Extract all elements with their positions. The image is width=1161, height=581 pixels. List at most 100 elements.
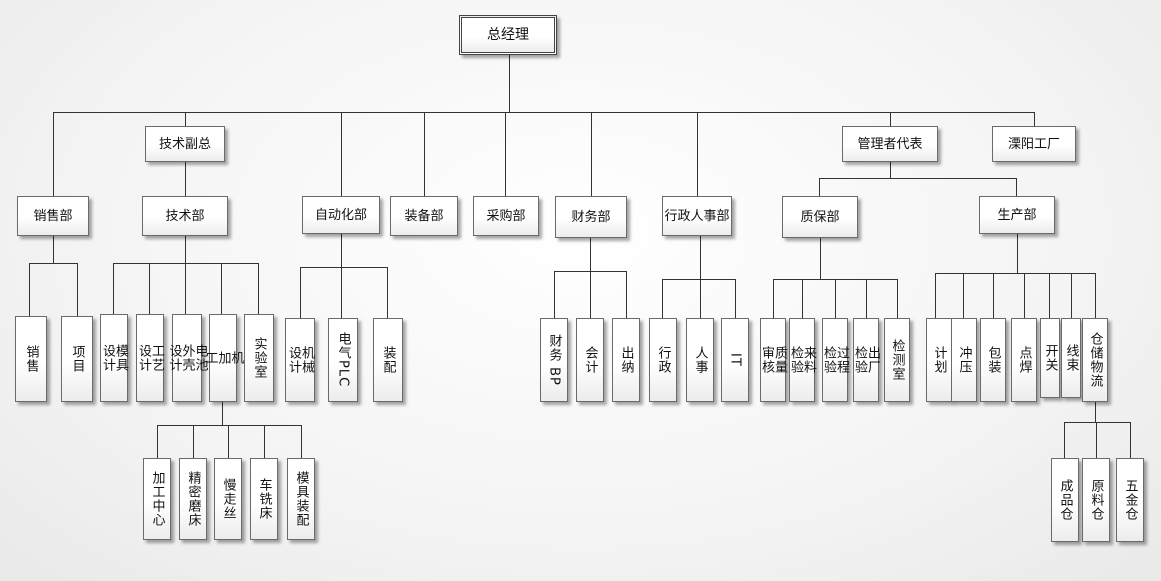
connector-line (935, 273, 1096, 274)
node-mold-design: 模具 设计 (100, 314, 128, 402)
node-lab: 实验室 (244, 314, 274, 402)
connector-line (1049, 273, 1050, 319)
node-sales-dept: 销售部 (17, 196, 89, 236)
node-turn-mill: 车铣床 (250, 458, 278, 540)
connector-line (113, 263, 259, 264)
connector-line (300, 267, 301, 319)
node-machining: 机 加 工 (203, 314, 244, 402)
connector-line (185, 112, 186, 127)
connector-line (113, 263, 114, 315)
connector-line (1130, 422, 1131, 459)
connector-line (835, 279, 836, 319)
node-hardware: 五金仓 (1116, 458, 1144, 542)
connector-line (341, 267, 342, 319)
connector-line (993, 273, 994, 319)
connector-line (185, 160, 186, 197)
connector-line (301, 425, 302, 459)
connector-line (509, 52, 510, 113)
connector-line (890, 160, 891, 179)
node-finished-goods: 成品仓 (1051, 458, 1079, 542)
connector-line (157, 425, 158, 459)
connector-line (735, 279, 736, 319)
connector-line (341, 112, 342, 197)
node-packaging: 包装 (980, 318, 1006, 402)
connector-line (662, 279, 663, 319)
connector-line (590, 237, 591, 272)
node-purchasing-dept: 采购部 (473, 196, 539, 236)
connector-line (1064, 422, 1065, 459)
connector-line (222, 400, 223, 426)
node-mold-assembly: 模具装配 (287, 458, 315, 540)
connector-line (700, 234, 701, 280)
connector-line (228, 425, 229, 459)
node-raw-materials: 原料仓 (1082, 458, 1110, 542)
connector-line (1024, 273, 1025, 319)
connector-line (185, 263, 186, 315)
connector-line (424, 112, 425, 197)
node-qa-dept: 质保部 (782, 196, 858, 238)
connector-line (264, 425, 265, 459)
connector-line (157, 425, 302, 426)
node-quality-audit: 质量 审核 (759, 318, 787, 402)
node-process-design: 工艺 设计 (136, 314, 164, 402)
connector-line (1095, 273, 1096, 319)
connector-line (963, 273, 964, 319)
connector-line (193, 425, 194, 459)
connector-line (897, 279, 898, 319)
connector-line (77, 263, 78, 317)
connector-line (505, 112, 506, 197)
node-general-manager: 总经理 (459, 15, 557, 55)
node-tech-vp: 技术副总 (145, 126, 225, 162)
node-it: IT (721, 318, 749, 402)
connector-line (258, 263, 259, 315)
connector-line (935, 273, 936, 319)
connector-line (773, 279, 774, 319)
node-equipment-dept: 装备部 (390, 196, 458, 236)
connector-line (221, 263, 222, 315)
connector-line (819, 178, 1017, 179)
connector-line (387, 267, 388, 319)
node-project: 项目 (61, 316, 93, 402)
connector-line (866, 279, 867, 319)
node-admin-hr-dept: 行政人事部 (662, 196, 732, 236)
node-automation-dept: 自动化部 (302, 196, 380, 234)
node-accounting: 会计 (576, 318, 604, 402)
node-incoming-inspection: 来料 检验 (788, 318, 816, 402)
node-liyang-factory: 溧阳工厂 (992, 126, 1076, 162)
connector-line (149, 263, 150, 315)
node-tech-dept: 技术部 (142, 196, 228, 236)
node-harness: 线束 (1061, 318, 1081, 398)
connector-line (185, 234, 186, 264)
node-sales: 销售 (15, 316, 47, 402)
node-battery-case-design: 电池 外壳 设计 (167, 314, 208, 402)
connector-line (697, 112, 698, 197)
connector-line (1016, 178, 1017, 197)
node-machining-center: 加工中心 (143, 458, 171, 540)
node-precision-grinder: 精密磨床 (179, 458, 207, 540)
connector-line (29, 263, 78, 264)
connector-line (819, 178, 820, 197)
node-switch: 开关 (1040, 318, 1060, 398)
connector-line (341, 234, 342, 268)
node-hr: 人事 (686, 318, 714, 402)
node-assembly: 装配 (373, 318, 403, 402)
connector-line (554, 271, 555, 319)
connector-line (590, 271, 591, 319)
connector-line (626, 271, 627, 319)
connector-line (890, 112, 891, 127)
node-production-dept: 生产部 (979, 196, 1055, 234)
node-slow-wire: 慢走丝 (214, 458, 242, 540)
connector-line (1017, 232, 1018, 274)
node-finance-dept: 财务部 (555, 196, 627, 238)
connector-line (1095, 400, 1096, 423)
node-outgoing-inspection: 出厂 检验 (852, 318, 880, 402)
connector-line (1034, 112, 1035, 127)
node-plan: 计划 (926, 318, 952, 402)
node-admin: 行政 (649, 318, 677, 402)
node-mgmt-rep: 管理者代表 (842, 126, 938, 162)
node-test-room: 检测室 (884, 318, 910, 402)
connector-line (1064, 422, 1131, 423)
connector-line (591, 112, 592, 197)
node-spot-welding: 点焊 (1011, 318, 1037, 402)
